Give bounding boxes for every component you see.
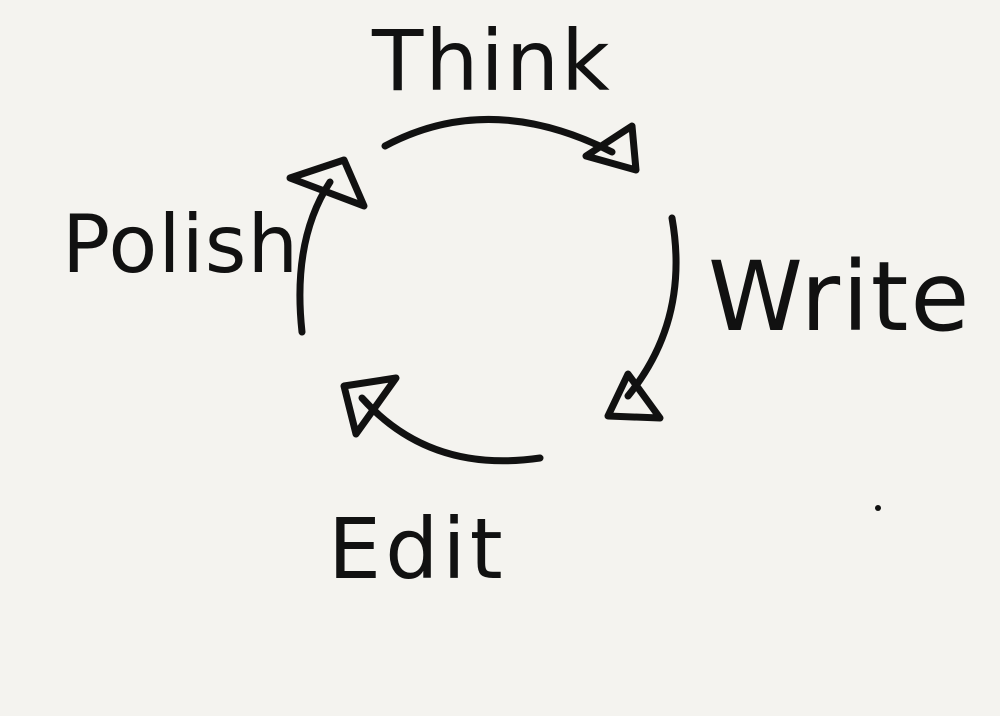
arrow-write-to-edit <box>604 214 680 422</box>
arrow-think-to-write <box>381 116 640 174</box>
arrow-shaft <box>296 178 334 336</box>
arrow-edit-to-polish <box>340 374 544 465</box>
arrow-shaft <box>381 116 616 156</box>
stage-label-write: Write <box>708 241 971 353</box>
stage-label-think: Think <box>371 12 612 110</box>
arrowhead-icon <box>340 374 400 438</box>
arrowhead-icon <box>604 370 664 422</box>
ink-dot <box>875 505 881 511</box>
stage-label-edit: Edit <box>328 500 507 598</box>
arrowhead-icon <box>582 122 640 174</box>
arrow-shaft <box>358 394 544 465</box>
arrow-shaft <box>624 214 680 400</box>
arrow-polish-to-think <box>286 156 368 336</box>
arrowhead-icon <box>286 156 368 210</box>
stage-label-polish: Polish <box>62 198 299 291</box>
